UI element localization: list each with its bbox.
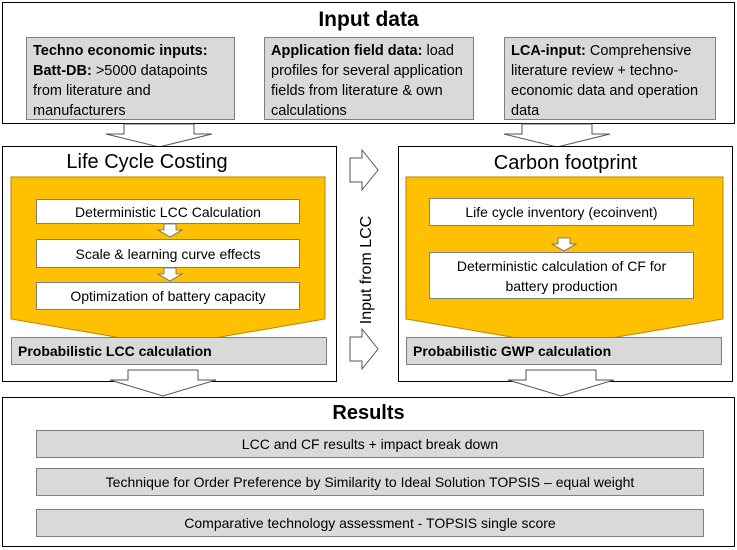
input-from-lcc-text: Input from LCC: [358, 215, 375, 325]
techno-economic-heading: Techno economic inputs:: [33, 43, 208, 59]
lcc-title: Life Cycle Costing: [66, 151, 228, 173]
lca-input-heading: LCA-input:: [511, 43, 586, 59]
input-box-lca: LCA-input: Comprehensive literature revi…: [504, 37, 716, 120]
arrow-input-to-lcc: [105, 123, 213, 148]
results-row-lcc-cf: LCC and CF results + impact break down: [36, 430, 704, 458]
batt-db-label: Batt-DB:: [33, 63, 92, 79]
lcc-step-optimization: Optimization of battery capacity: [36, 282, 300, 310]
lcc-probabilistic: Probabilistic LCC calculation: [11, 337, 327, 365]
input-data-title: Input data: [318, 8, 419, 31]
techno-economic-text: >5000 datapoints from literature and man…: [33, 63, 208, 119]
arrow-right-bottom: [349, 327, 379, 371]
lca-input-text: Comprehensive literature review + techno…: [511, 43, 699, 119]
input-box-techno-economic: Techno economic inputs: Batt-DB: >5000 d…: [26, 37, 235, 120]
arrow-lcc-2: [156, 267, 184, 282]
arrow-input-to-cf: [503, 123, 611, 148]
application-field-text: load profiles for several application fi…: [271, 43, 463, 119]
application-field-heading: Application field data:: [271, 43, 423, 59]
cf-step-deterministic: Deterministic calculation of CF for batt…: [429, 252, 694, 299]
lcc-step-scale-learning: Scale & learning curve effects: [36, 239, 300, 268]
arrow-lcc-to-results: [109, 369, 217, 397]
arrow-cf-to-results: [507, 369, 615, 397]
results-row-topsis-single: Comparative technology assessment - TOPS…: [36, 509, 704, 537]
input-from-lcc-label: Input from LCC: [352, 205, 382, 335]
lcc-step-deterministic: Deterministic LCC Calculation: [36, 199, 300, 224]
input-box-application-field: Application field data: load profiles fo…: [264, 37, 474, 120]
cf-title: Carbon footprint: [493, 152, 638, 174]
cf-probabilistic: Probabilistic GWP calculation: [406, 337, 722, 365]
cf-step-inventory: Life cycle inventory (ecoinvent): [429, 198, 694, 226]
results-row-topsis-equal: Technique for Order Preference by Simila…: [36, 468, 704, 496]
arrow-right-top: [349, 148, 379, 192]
results-title: Results: [332, 402, 405, 424]
arrow-lcc-1: [156, 223, 184, 238]
arrow-cf-1: [550, 237, 578, 252]
